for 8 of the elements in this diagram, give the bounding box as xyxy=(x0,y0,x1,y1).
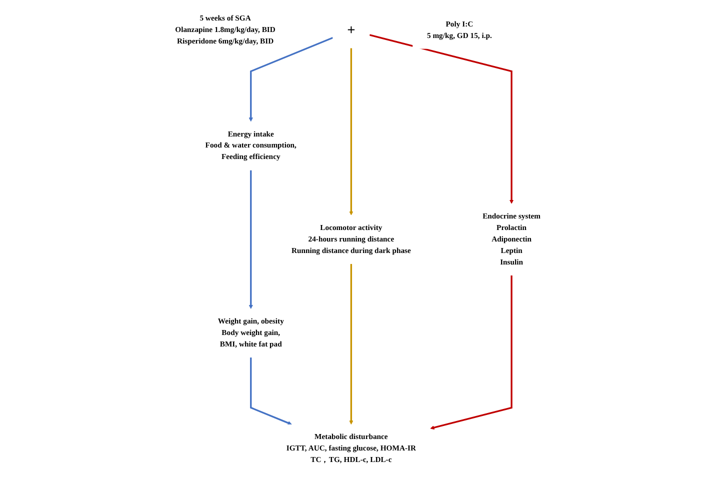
arrow xyxy=(348,264,353,425)
arrow xyxy=(369,34,514,204)
arrow xyxy=(430,275,512,430)
arrow xyxy=(250,358,292,425)
arrow xyxy=(348,48,353,216)
arrow xyxy=(248,36,333,122)
arrow xyxy=(248,170,253,309)
node-text: + xyxy=(346,22,355,38)
